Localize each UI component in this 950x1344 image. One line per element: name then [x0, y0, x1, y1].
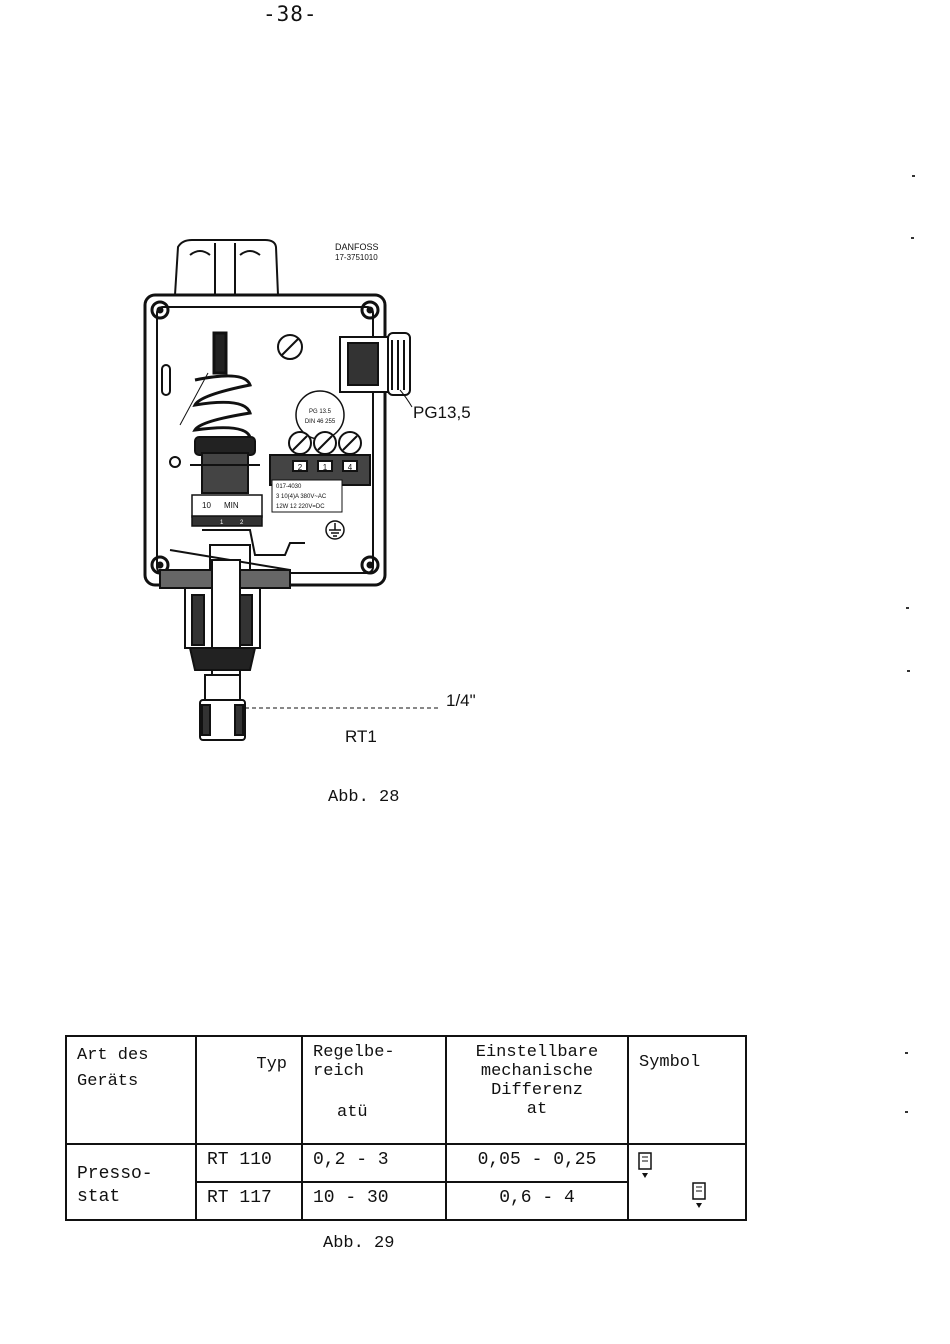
cable-gland	[340, 333, 410, 395]
terminal-number: 1	[323, 463, 328, 472]
header-symbol: Symbol	[628, 1036, 746, 1144]
scan-speck	[911, 237, 914, 239]
pressostat-symbol-icon	[691, 1181, 707, 1211]
device-line2: stat	[77, 1187, 185, 1207]
pg-label: PG13,5	[413, 403, 471, 422]
table-caption: Abb. 29	[323, 1234, 394, 1253]
plate-text: 3 10(4)A 380V~AC	[276, 494, 327, 500]
header-regel-line1: Regelbe-	[313, 1043, 435, 1062]
header-eins-line2: mechanische	[457, 1062, 617, 1081]
connection-label: 1/4"	[446, 691, 476, 710]
header-eins-unit: at	[457, 1100, 617, 1119]
header-art: Art des Geräts	[66, 1036, 196, 1144]
header-regel: Regelbe- reich atü	[302, 1036, 446, 1144]
header-eins-line1: Einstellbare	[457, 1043, 617, 1062]
table-row: Presso- stat RT 110 0,2 - 3 0,05 - 0,25	[66, 1144, 746, 1182]
inner-din-label: DIN 46 255	[305, 419, 336, 425]
header-eins-line3: Differenz	[457, 1081, 617, 1100]
scan-speck	[905, 1052, 908, 1054]
inner-pg-label: PG 13.5	[309, 409, 332, 415]
header-art-line2: Geräts	[77, 1069, 185, 1095]
pressostat-drawing-svg: PG 13.5 DIN 46 255 2 1 4 017-4030 3 10(4…	[130, 225, 530, 755]
terminal-number: 2	[298, 463, 303, 472]
header-eins: Einstellbare mechanische Differenz at	[446, 1036, 628, 1144]
scan-speck	[906, 607, 909, 609]
earth-icon	[326, 521, 344, 539]
page-number: -38-	[263, 2, 318, 26]
scan-speck	[907, 670, 910, 672]
row2-typ: RT 117	[196, 1182, 302, 1220]
pressostat-drawing: PG 13.5 DIN 46 255 2 1 4 017-4030 3 10(4…	[130, 225, 530, 755]
symbol-cell	[628, 1144, 746, 1220]
header-regel-unit: atü	[313, 1103, 435, 1122]
brand-label: DANFOSS	[335, 242, 379, 252]
model-label: RT1	[345, 727, 377, 746]
device-line1: Presso-	[77, 1161, 185, 1187]
pressostat-symbol-icon	[637, 1151, 653, 1181]
connector-fitting	[200, 675, 245, 740]
row2-eins: 0,6 - 4	[446, 1182, 628, 1220]
adjustment-knob	[175, 240, 278, 295]
table-header-row: Art des Geräts Typ Regelbe- reich atü Ei…	[66, 1036, 746, 1144]
rating-plate: 017-4030 3 10(4)A 380V~AC 12W 12 220V=DC	[272, 480, 342, 512]
scan-speck	[905, 1111, 908, 1113]
row1-typ: RT 110	[196, 1144, 302, 1182]
differential-scale: 10 MIN 1 2	[192, 495, 262, 526]
plate-text: 12W 12 220V=DC	[276, 504, 325, 510]
top-screw	[278, 335, 302, 359]
header-typ: Typ	[196, 1036, 302, 1144]
terminal-number: 4	[348, 463, 353, 472]
scan-speck	[912, 175, 915, 177]
row2-regel: 10 - 30	[302, 1182, 446, 1220]
part-number-label: 17-3751010	[335, 253, 378, 262]
figure-caption: Abb. 28	[328, 788, 399, 807]
header-regel-line2: reich	[313, 1062, 435, 1081]
device-cell: Presso- stat	[66, 1144, 196, 1220]
row1-eins: 0,05 - 0,25	[446, 1144, 628, 1182]
scale-label: MIN	[224, 501, 239, 510]
scale-label: 10	[202, 501, 211, 510]
plate-text: 017-4030	[276, 484, 302, 490]
header-art-line1: Art des	[77, 1043, 185, 1069]
spec-table: Art des Geräts Typ Regelbe- reich atü Ei…	[65, 1035, 747, 1221]
row1-regel: 0,2 - 3	[302, 1144, 446, 1182]
